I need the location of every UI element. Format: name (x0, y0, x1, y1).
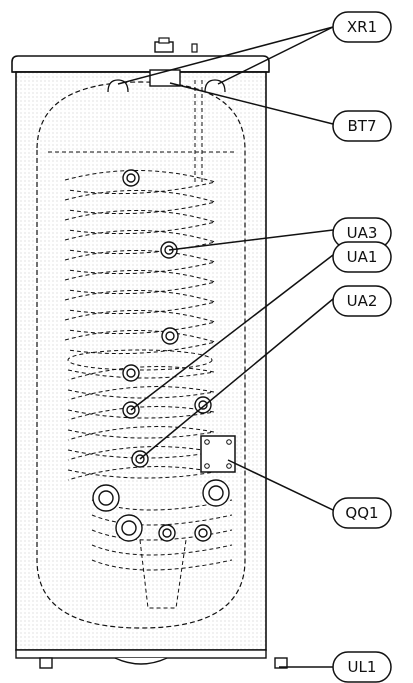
label-ua1: UA1 (347, 248, 378, 266)
top-valve (154, 37, 198, 53)
label-xr1: XR1 (347, 18, 377, 36)
bt7-sensor (149, 69, 181, 87)
callout-bt7: BT7 (332, 110, 392, 142)
callout-ua1: UA1 (332, 241, 392, 273)
label-qq1: QQ1 (345, 504, 378, 522)
inner-tank-shell (36, 81, 246, 629)
callout-lines (117, 26, 334, 668)
connection-fittings (92, 169, 230, 542)
tank-lid (11, 55, 270, 73)
outer-casing (15, 71, 267, 651)
sensor-pocket-tube (194, 80, 203, 185)
fitting-ua3 (160, 241, 178, 259)
label-ua2: UA2 (347, 292, 378, 310)
label-bt7: BT7 (348, 117, 377, 135)
upper-coil (64, 169, 217, 355)
callout-ul1: UL1 (332, 651, 392, 683)
fitting-small-1 (158, 524, 176, 542)
fitting-large-right (202, 479, 230, 507)
fitting-large-left (92, 484, 120, 512)
qq1-plate (200, 435, 236, 473)
fitting-mid-1 (161, 327, 179, 345)
callout-ua3: UA3 (332, 217, 392, 249)
fitting-large-bottom (115, 514, 143, 542)
fitting-mid-2 (122, 364, 140, 382)
fitting-small-2 (194, 524, 212, 542)
callout-qq1: QQ1 (332, 497, 392, 529)
lower-coil (67, 349, 215, 481)
fitting-top-1 (122, 169, 140, 187)
label-ul1: UL1 (348, 658, 377, 676)
tank-base (15, 649, 288, 669)
callout-ua2: UA2 (332, 285, 392, 317)
callout-xr1: XR1 (332, 11, 392, 43)
label-ua3: UA3 (347, 224, 378, 242)
fitting-right (194, 396, 212, 414)
